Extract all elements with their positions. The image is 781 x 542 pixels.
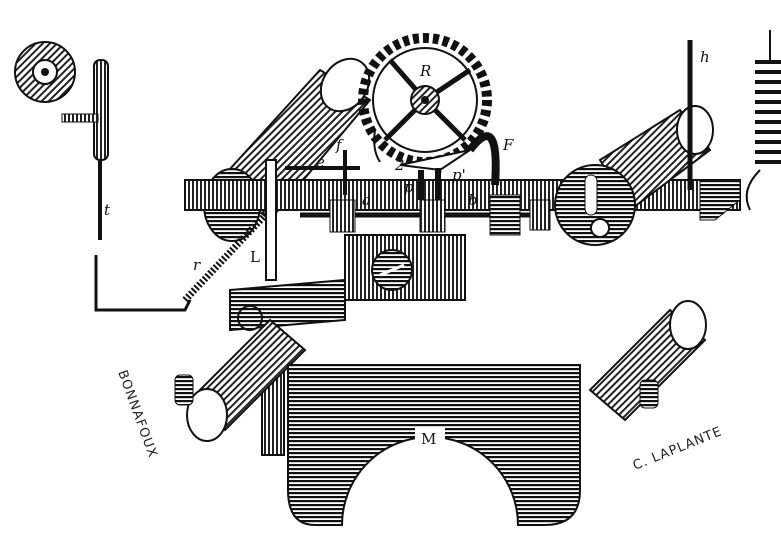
label-r: r — [193, 256, 201, 274]
label-f: f — [335, 136, 344, 154]
arm-t — [61, 59, 192, 312]
bottom-right-cylinder — [588, 300, 707, 422]
bottom-left-cylinder — [174, 318, 307, 442]
coil-spring — [745, 30, 781, 211]
label-1: 1 — [435, 168, 445, 186]
small-wheel — [14, 41, 76, 103]
label-t: t — [104, 201, 111, 219]
label-a: a — [362, 191, 371, 209]
label-h: h — [700, 48, 710, 66]
right-disc — [554, 164, 636, 246]
signature-bonnafoux: BONNAFOUX — [114, 368, 160, 460]
signature-laplante: C. LAPLANTE — [631, 424, 725, 473]
label-b: b — [468, 191, 478, 209]
label-M: M — [421, 430, 436, 448]
label-F: F — [502, 136, 514, 154]
label-p: p — [404, 178, 414, 196]
lever-ef — [285, 150, 360, 195]
ratchet-wheel — [358, 33, 492, 167]
label-L: L — [250, 248, 260, 266]
slide-block — [229, 234, 466, 332]
pawls — [399, 132, 500, 200]
base-plate-M — [287, 364, 581, 526]
label-R: R — [419, 62, 431, 80]
label-p-prime: p' — [452, 166, 466, 184]
label-2: 2 — [394, 156, 405, 174]
label-e: e — [316, 153, 325, 171]
spring-r — [182, 207, 273, 303]
